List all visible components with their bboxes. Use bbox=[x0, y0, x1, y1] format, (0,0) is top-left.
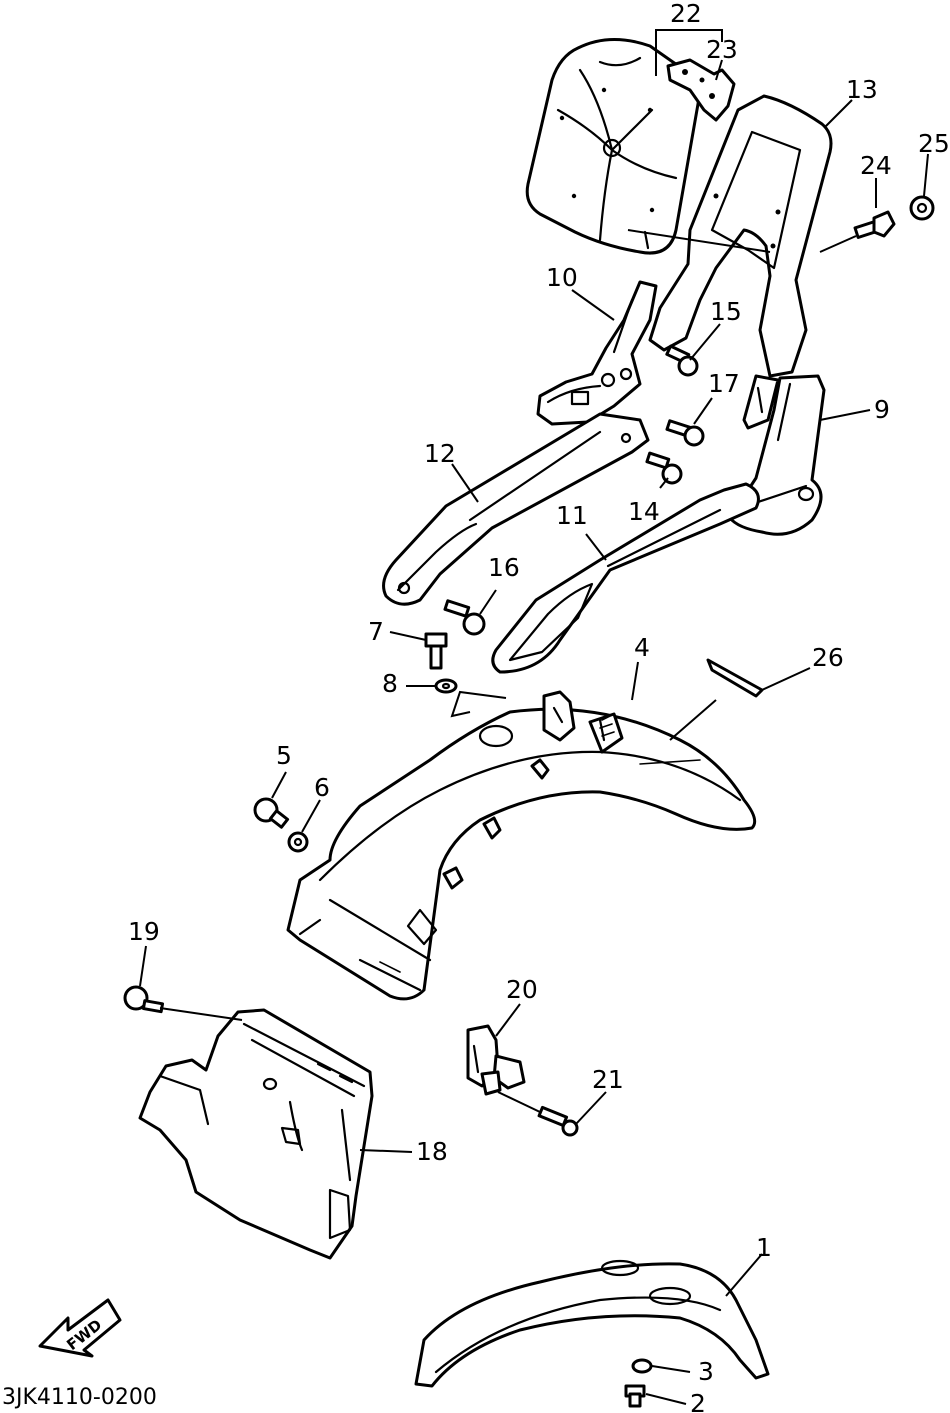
part-15-bolt[interactable] bbox=[665, 344, 699, 377]
callout-19: 19 bbox=[128, 917, 160, 946]
callout-24: 24 bbox=[860, 151, 892, 180]
callout-7: 7 bbox=[368, 617, 384, 646]
part-16-bolt[interactable] bbox=[443, 599, 486, 636]
callout-16: 16 bbox=[488, 553, 520, 582]
callout-13: 13 bbox=[846, 75, 878, 104]
callout-22: 22 bbox=[670, 0, 702, 28]
leader-lines bbox=[139, 29, 929, 1405]
callout-18: 18 bbox=[416, 1137, 448, 1166]
callout-20: 20 bbox=[506, 975, 538, 1004]
callout-2: 2 bbox=[690, 1389, 706, 1413]
part-13-backrest-frame[interactable] bbox=[648, 94, 833, 430]
part-20-reflector-bracket[interactable] bbox=[466, 1024, 526, 1096]
part-3-washer[interactable] bbox=[631, 1358, 653, 1374]
part-25-nut[interactable] bbox=[909, 195, 935, 221]
callout-12: 12 bbox=[424, 439, 456, 468]
callout-15: 15 bbox=[710, 297, 742, 326]
part-2-bolt[interactable] bbox=[624, 1384, 646, 1408]
callout-4: 4 bbox=[634, 633, 650, 662]
part-7-bolt[interactable] bbox=[424, 632, 448, 670]
callout-17: 17 bbox=[708, 369, 740, 398]
part-18-inner-fender[interactable] bbox=[138, 1008, 374, 1260]
callout-6: 6 bbox=[314, 773, 330, 802]
callout-3: 3 bbox=[698, 1357, 714, 1386]
drawing-code: 3JK4110-0200 bbox=[2, 1385, 157, 1410]
callout-8: 8 bbox=[382, 669, 398, 698]
callout-5: 5 bbox=[276, 741, 292, 770]
part-12-left-grab-bar[interactable] bbox=[382, 412, 650, 606]
part-22-backrest-pad[interactable] bbox=[525, 37, 701, 255]
part-17-bolt[interactable] bbox=[665, 419, 705, 447]
part-24-bolt[interactable] bbox=[853, 210, 896, 239]
callout-11: 11 bbox=[556, 501, 588, 530]
callout-labels: 22 23 13 24 25 10 15 17 9 12 14 11 16 7 … bbox=[128, 0, 950, 1413]
part-14-bolt[interactable] bbox=[645, 451, 683, 485]
part-26-label[interactable] bbox=[706, 658, 764, 698]
callout-25: 25 bbox=[918, 129, 950, 158]
part-1-front-fender[interactable] bbox=[414, 1259, 770, 1388]
part-5-bolt[interactable] bbox=[253, 797, 290, 829]
callout-14: 14 bbox=[628, 497, 660, 526]
part-11-right-grab-bar[interactable] bbox=[491, 482, 760, 674]
part-4-rear-fender[interactable] bbox=[286, 690, 757, 1001]
callout-23: 23 bbox=[706, 35, 738, 64]
callout-26: 26 bbox=[812, 643, 844, 672]
callout-21: 21 bbox=[592, 1065, 624, 1094]
part-21-screw[interactable] bbox=[537, 1105, 579, 1137]
callout-1: 1 bbox=[756, 1233, 772, 1262]
part-8-washer[interactable] bbox=[434, 678, 458, 694]
callout-9: 9 bbox=[874, 395, 890, 424]
part-10-upper-stay[interactable] bbox=[536, 280, 658, 426]
callout-10: 10 bbox=[546, 263, 578, 292]
fwd-direction-arrow: FWD bbox=[38, 1298, 122, 1358]
part-19-bolt[interactable] bbox=[123, 985, 165, 1014]
part-6-nut[interactable] bbox=[287, 831, 309, 853]
